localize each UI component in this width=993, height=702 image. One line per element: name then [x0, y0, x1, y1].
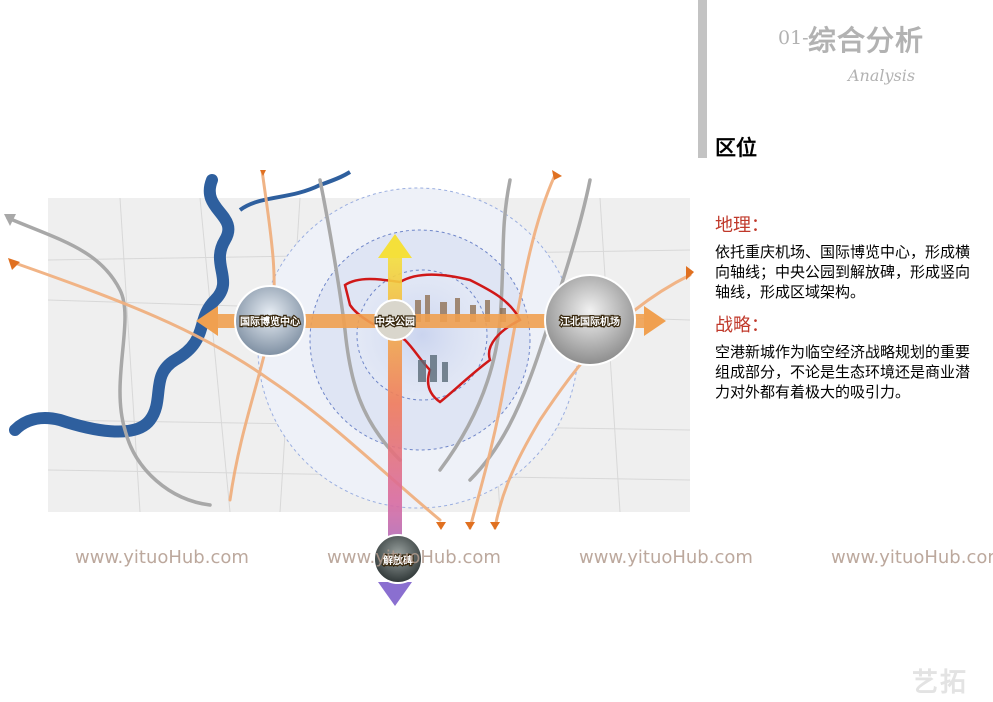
node-bottom-label: 解放碑 — [383, 554, 413, 567]
header-number: 01- — [778, 27, 809, 49]
strategy-label: 战略： — [715, 315, 769, 336]
node-center-photo — [374, 299, 416, 341]
watermark-logo: 艺拓 — [912, 668, 969, 698]
geography-text: 依托重庆机场、国际博览中心，形成横向轴线；中央公园到解放碑，形成竖向轴线，形成区… — [715, 243, 971, 301]
watermark-4: www.yituoHub.com — [831, 547, 993, 568]
river — [9, 174, 235, 438]
node-right-label: 江北国际机场 — [560, 315, 620, 328]
district-boundary — [343, 273, 522, 404]
node-right-photo — [544, 274, 636, 366]
node-left-label: 国际博览中心 — [240, 315, 300, 328]
section-title: 区位 — [715, 136, 757, 160]
geography-label: 地理： — [715, 215, 769, 236]
strategy-text: 空港新城作为临空经济战略规划的重要组成部分，不论是生态环境还是商业潜力对外都有着… — [715, 343, 971, 401]
node-left-photo — [234, 285, 306, 357]
watermark-3: www.yituoHub.com — [579, 547, 753, 568]
location-map: 国际博览中心 中央公园 江北国际机场 解放碑 — [4, 170, 694, 606]
node-bottom-photo — [373, 534, 423, 584]
watermark-2: www.yituoHub.com — [327, 547, 501, 568]
node-center-label: 中央公园 — [375, 315, 415, 328]
page-title: 综合分析 — [808, 24, 925, 57]
horizontal-axis — [196, 306, 666, 336]
page-subtitle: Analysis — [848, 66, 916, 85]
park-towers — [418, 355, 448, 382]
header-divider-bar — [698, 0, 707, 158]
watermark-1: www.yituoHub.com — [75, 547, 249, 568]
orange-roads — [10, 170, 692, 530]
